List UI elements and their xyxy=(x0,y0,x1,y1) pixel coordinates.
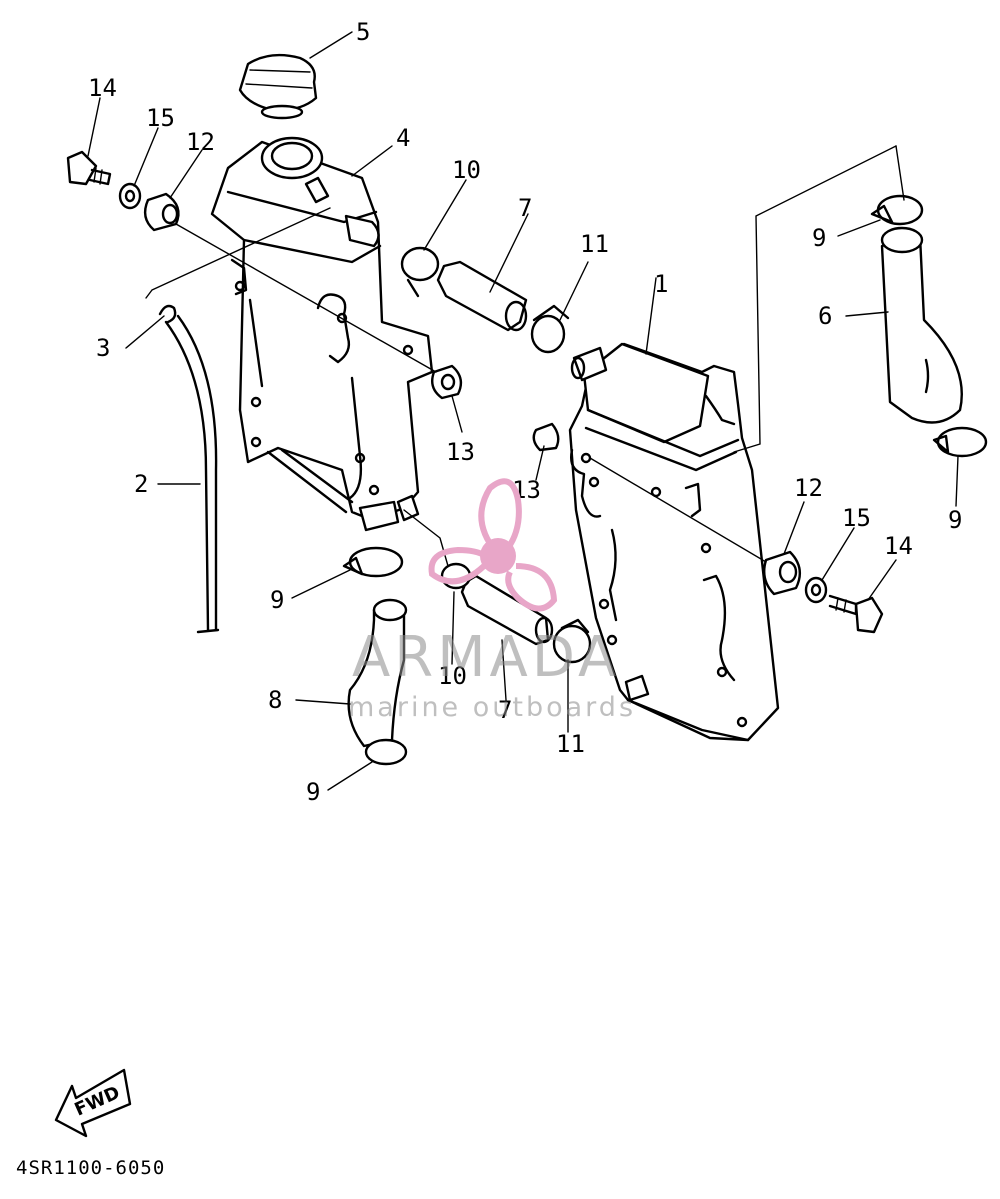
watermark-tagline: marine outboards xyxy=(348,692,636,723)
propeller-logo-icon xyxy=(428,478,558,612)
part-right-radiator xyxy=(568,342,780,742)
callout-9-left: 9 xyxy=(270,586,284,614)
part-upper-hose xyxy=(880,226,963,424)
callout-9-bottom: 9 xyxy=(306,778,320,806)
callout-14-left: 14 xyxy=(88,74,117,102)
watermark-brand: ARMADA xyxy=(352,625,620,690)
part-lower-hose xyxy=(347,598,408,748)
callout-1: 1 xyxy=(654,270,668,298)
callout-15-right: 15 xyxy=(842,504,871,532)
callout-7-lower: 7 xyxy=(498,696,512,724)
callout-14-right: 14 xyxy=(884,532,913,560)
callout-9-top-right: 9 xyxy=(812,224,826,252)
callout-11-lower: 11 xyxy=(556,730,585,758)
part-short-hose-lower xyxy=(460,574,554,646)
callout-labels: 1 2 3 4 5 6 7 7 8 9 9 9 9 10 10 11 11 12… xyxy=(88,18,962,806)
assembly-axis-lines xyxy=(145,145,905,567)
part-hose-clip xyxy=(158,304,177,324)
callout-12-right: 12 xyxy=(794,474,823,502)
forward-direction-arrow: FWD xyxy=(54,1068,132,1138)
leader-lines xyxy=(87,31,959,791)
part-radiator-cap xyxy=(238,53,318,120)
callout-5: 5 xyxy=(356,18,370,46)
callout-6: 6 xyxy=(818,302,832,330)
callout-10-lower: 10 xyxy=(438,662,467,690)
callout-11-upper: 11 xyxy=(580,230,609,258)
callout-10-upper: 10 xyxy=(452,156,481,184)
callout-9-right: 9 xyxy=(948,506,962,534)
callout-7-upper: 7 xyxy=(518,194,532,222)
callout-13-left: 13 xyxy=(446,438,475,466)
part-overflow-hose xyxy=(164,314,220,634)
part-fasteners xyxy=(66,150,884,634)
callout-8: 8 xyxy=(268,686,282,714)
callout-4: 4 xyxy=(396,124,410,152)
part-short-hose-upper xyxy=(436,260,528,332)
part-left-radiator xyxy=(210,136,434,532)
part-hose-clamps xyxy=(342,194,988,766)
diagram-code: 4SR1100-6050 xyxy=(16,1157,165,1179)
callout-3: 3 xyxy=(96,334,110,362)
callout-15-left: 15 xyxy=(146,104,175,132)
watermark: ARMADA marine outboards xyxy=(348,478,636,723)
callout-2: 2 xyxy=(134,470,148,498)
callout-12-left: 12 xyxy=(186,128,215,156)
